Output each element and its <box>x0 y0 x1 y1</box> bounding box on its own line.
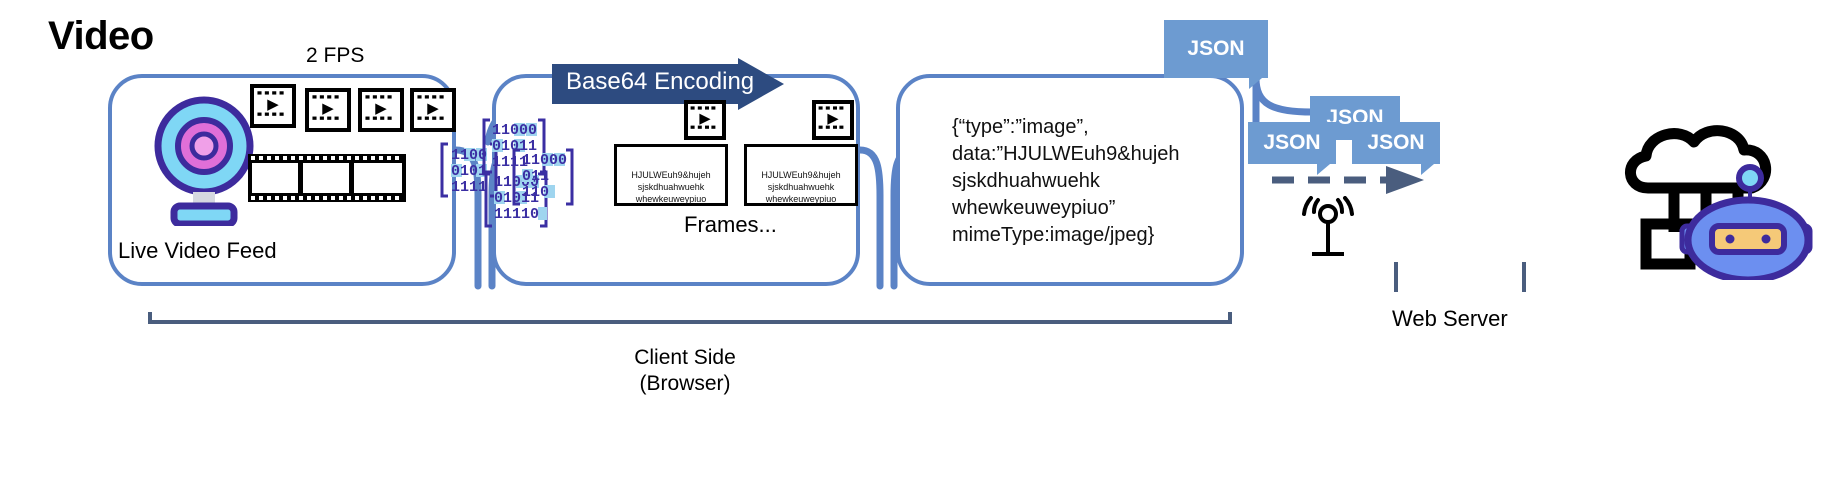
svg-text:11110: 11110 <box>494 206 539 223</box>
svg-text:11000: 11000 <box>492 122 537 139</box>
webcam-icon <box>154 96 254 226</box>
json-bubble: JSON <box>1164 20 1268 89</box>
svg-text:01011: 01011 <box>494 190 539 207</box>
live-video-feed-label: Live Video Feed <box>118 238 277 263</box>
fps-label: 2 FPS <box>306 44 365 67</box>
video-frame-icon <box>305 88 351 132</box>
json-bubble: JSON <box>1248 122 1336 175</box>
broadcast-antenna-icon <box>1302 196 1354 256</box>
svg-text:1111: 1111 <box>492 154 528 171</box>
frames-label: Frames... <box>684 212 777 237</box>
svg-text:110: 110 <box>522 184 549 201</box>
base64-encoding-arrow <box>552 58 784 110</box>
frame-box: HJULWEuh9&hujeh sjskdhuahwuehk whewkeuwe… <box>614 144 728 206</box>
client-side-label: Client Side (Browser) <box>634 346 736 395</box>
svg-text:01011: 01011 <box>492 138 537 155</box>
svg-text:011: 011 <box>522 168 549 185</box>
base64-encoding-label: Base64 Encoding <box>566 68 755 95</box>
web-server-label: Web Server <box>1392 306 1508 331</box>
client-side-brace <box>148 312 1232 324</box>
video-frame-icon <box>250 84 296 128</box>
cloud-server-robot-icon <box>1625 125 1813 280</box>
svg-text:1111: 1111 <box>451 179 487 196</box>
svg-text:1100: 1100 <box>451 147 487 164</box>
json-payload-text: {“type”:”image”, data:”HJULWEuh9&hujeh s… <box>952 116 1180 246</box>
panel-payload <box>896 74 1244 286</box>
svg-text:11000: 11000 <box>522 152 567 169</box>
svg-text:0101: 0101 <box>451 163 487 180</box>
video-frame-icon <box>812 100 854 140</box>
page-title: Video <box>48 14 154 58</box>
video-frame-icon <box>684 100 726 140</box>
video-frame-icon <box>358 88 404 132</box>
json-bubble: JSON <box>1352 122 1440 175</box>
frame-box: HJULWEuh9&hujeh sjskdhuahwuehk whewkeuwe… <box>744 144 858 206</box>
filmstrip-icon <box>248 154 406 202</box>
video-frame-icon <box>410 88 456 132</box>
